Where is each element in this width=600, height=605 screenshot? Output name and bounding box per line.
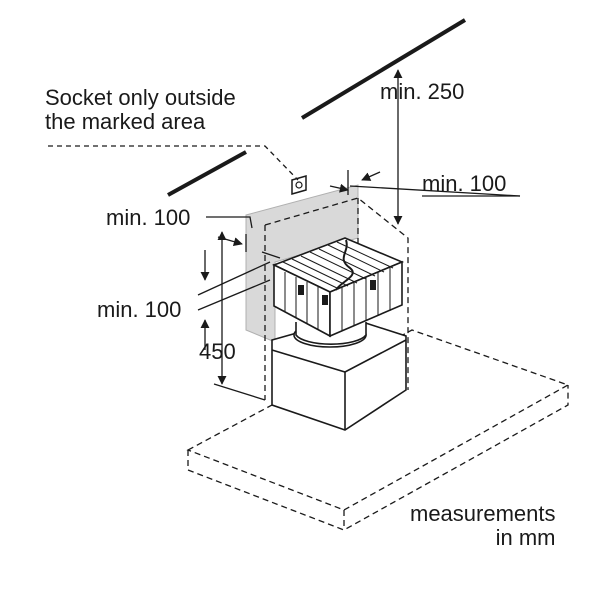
- filter-box: [271, 237, 405, 338]
- ceiling-line-upper: [300, 18, 467, 120]
- dim-height: [213, 231, 266, 401]
- units-note-line1: measurements: [410, 501, 556, 526]
- units-note: measurements in mm: [410, 502, 556, 550]
- units-note-line2: in mm: [495, 525, 556, 550]
- clearance-box: [264, 197, 409, 400]
- top-clearance-label: min. 250: [380, 79, 465, 104]
- dim-left-clearance-side: [197, 250, 271, 350]
- dim-left-clearance-top: [206, 216, 281, 259]
- socket-symbol: [291, 175, 307, 195]
- socket-note-line2: the marked area: [45, 109, 206, 134]
- left-clearance-side-label: min. 100: [97, 297, 182, 322]
- socket-note-line1: Socket only outside: [45, 85, 236, 110]
- socket-note: Socket only outside the marked area: [45, 86, 236, 134]
- left-clearance-top-label: min. 100: [106, 205, 191, 230]
- right-clearance-label: min. 100: [422, 171, 507, 196]
- socket-note-leader: [48, 145, 299, 181]
- dim-right-clearance: [329, 170, 521, 197]
- hood-lower-box: [271, 317, 407, 431]
- ceiling-line-lower: [167, 150, 247, 197]
- worktop-outline: [186, 329, 570, 531]
- height-label: 450: [199, 339, 236, 364]
